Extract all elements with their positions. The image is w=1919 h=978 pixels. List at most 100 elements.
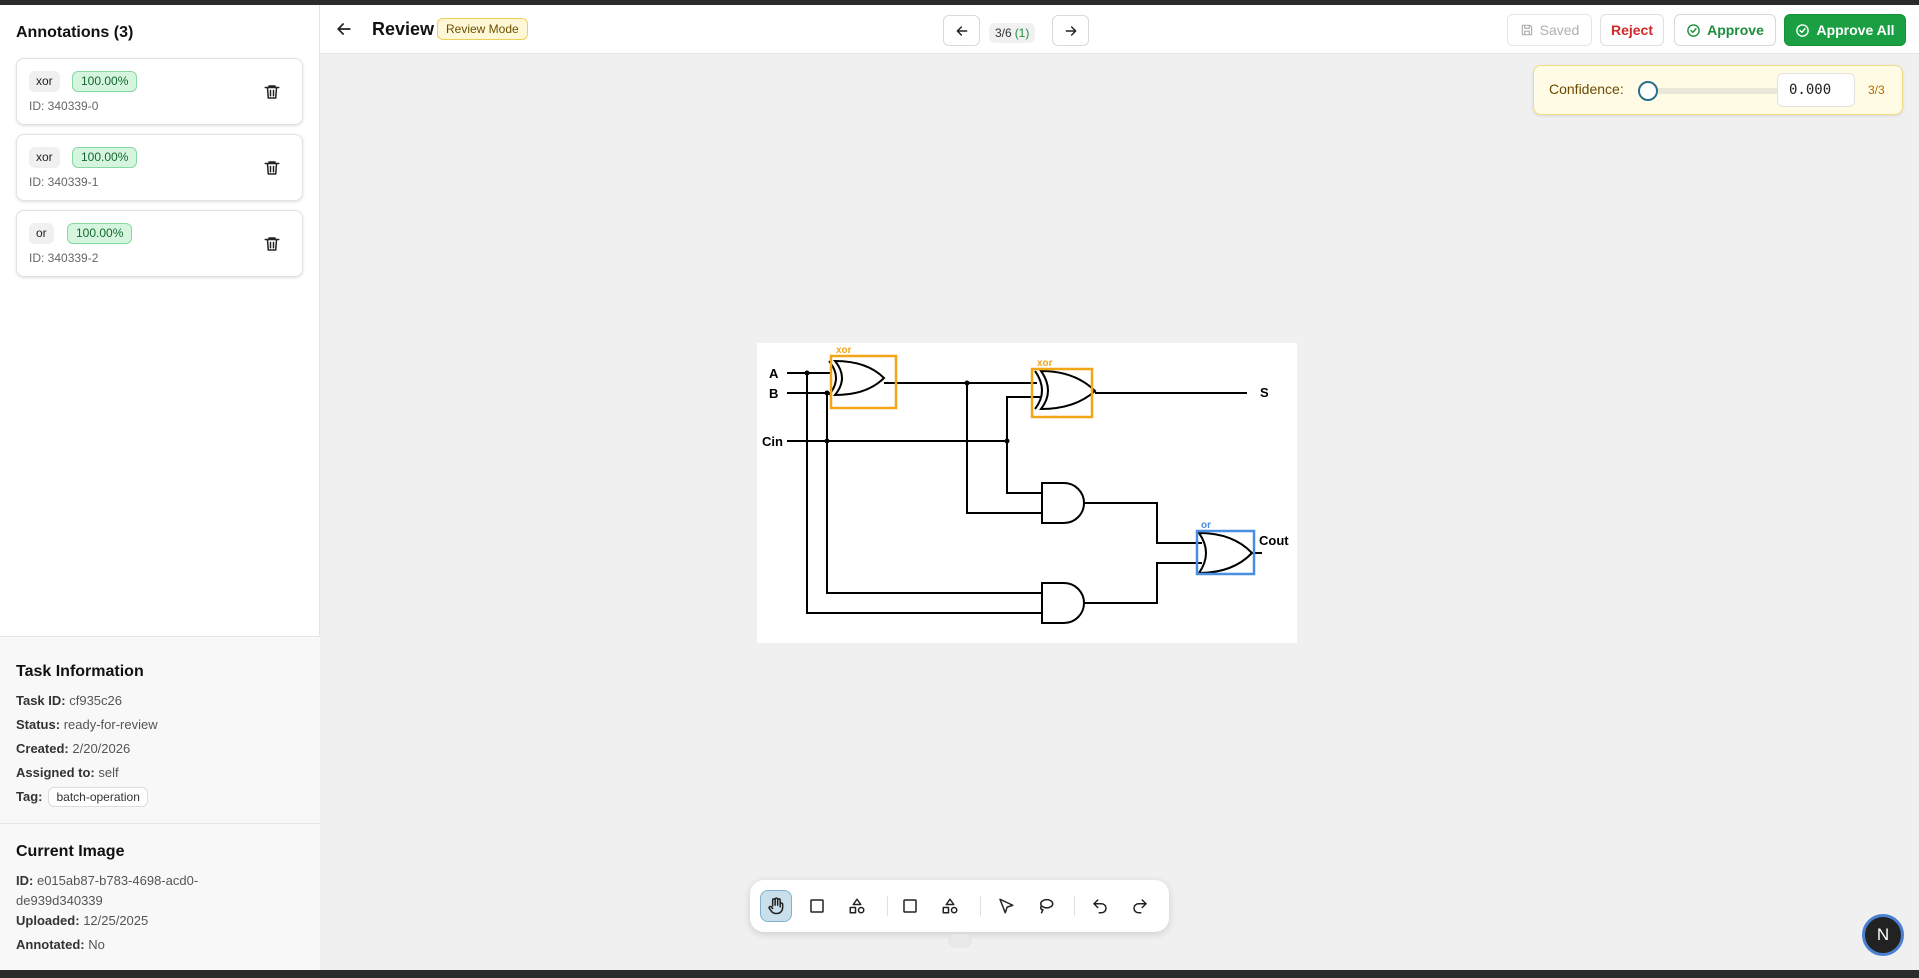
lasso-tool[interactable]	[1030, 890, 1062, 922]
saved-button[interactable]: Saved	[1507, 14, 1592, 46]
annotation-id: ID: 340339-1	[29, 175, 99, 189]
toolbar-divider	[980, 896, 981, 916]
undo-icon	[1093, 899, 1107, 914]
annotation-label: xor	[29, 71, 60, 92]
drawing-toolbar	[750, 880, 1169, 932]
annotation-id: ID: 340339-0	[29, 99, 99, 113]
trash-icon[interactable]	[263, 235, 281, 253]
rectangle-tool[interactable]	[801, 890, 833, 922]
annotation-box-xor-2	[1030, 367, 1094, 419]
review-header: Review Review Mode 3/6(1) Saved Reject A…	[320, 5, 1919, 54]
task-id-row: Task ID: cf935c26	[16, 693, 122, 708]
square-tool[interactable]	[894, 890, 926, 922]
square-icon	[903, 899, 917, 913]
input-label-a: A	[769, 366, 779, 381]
annotation-confidence-badge: 100.00%	[72, 71, 138, 92]
annotation-box-label: xor	[1037, 358, 1053, 369]
rectangle-icon	[810, 899, 824, 913]
confidence-panel: Confidence: 3/3	[1533, 65, 1903, 115]
pan-tool[interactable]	[760, 890, 792, 922]
redo-button[interactable]	[1124, 890, 1156, 922]
annotation-box-label: xor	[836, 345, 852, 356]
input-label-cin: Cin	[762, 434, 783, 449]
pointer-icon	[999, 898, 1014, 914]
annotated-row: Annotated: No	[16, 937, 105, 952]
trash-icon[interactable]	[263, 159, 281, 177]
check-circle-icon	[1687, 23, 1700, 37]
redo-icon	[1133, 899, 1147, 914]
annotation-card[interactable]: xor 100.00% ID: 340339-0	[16, 58, 303, 125]
annotation-box-xor-1	[829, 354, 898, 410]
previous-button[interactable]	[943, 15, 980, 46]
lasso-icon	[1039, 898, 1054, 914]
confidence-count: 3/3	[1868, 83, 1885, 97]
save-icon	[1521, 24, 1532, 36]
toolbar-divider	[887, 896, 888, 916]
task-information-title: Task Information	[16, 663, 144, 680]
approve-all-label: Approve All	[1816, 22, 1895, 38]
xor2-gate	[1038, 369, 1097, 411]
confidence-slider-track[interactable]	[1646, 88, 1799, 94]
image-id-continuation: de939d340339	[16, 893, 103, 908]
approve-label: Approve	[1707, 22, 1764, 38]
image-counter: 3/6(1)	[989, 23, 1036, 43]
and1-gate	[1041, 482, 1085, 524]
page-title: Review	[372, 19, 435, 39]
annotations-title: Annotations (3)	[16, 24, 134, 41]
approve-button[interactable]: Approve	[1674, 14, 1776, 46]
uploaded-row: Uploaded: 12/25/2025	[16, 913, 149, 928]
current-image-title: Current Image	[16, 843, 125, 860]
annotation-confidence-badge: 100.00%	[67, 223, 133, 244]
check-circle-icon	[1796, 23, 1810, 37]
annotation-card[interactable]: xor 100.00% ID: 340339-1	[16, 134, 303, 201]
shapes-icon	[849, 898, 865, 914]
shapes-alt-icon	[942, 898, 958, 914]
annotation-card[interactable]: or 100.00% ID: 340339-2	[16, 210, 303, 277]
toolbar-drag-handle[interactable]	[948, 934, 972, 948]
reject-button[interactable]: Reject	[1600, 14, 1664, 46]
xor1-gate	[832, 359, 886, 397]
b-branch-wire	[826, 393, 1042, 594]
task-information-section: Task Information Task ID: cf935c26 Statu…	[0, 637, 320, 823]
next-button[interactable]	[1052, 15, 1089, 46]
user-avatar[interactable]: N	[1862, 914, 1904, 956]
reject-label: Reject	[1610, 22, 1654, 38]
review-mode-badge: Review Mode	[437, 18, 528, 40]
and2-gate	[1041, 582, 1085, 624]
divider	[0, 823, 320, 824]
window-bottom-bar	[0, 970, 1919, 978]
divider	[0, 636, 320, 637]
confidence-label: Confidence:	[1549, 81, 1624, 97]
arrow-right-icon	[1065, 25, 1076, 36]
full-adder-circuit-diagram: A B Cin S Cout xor xor or	[762, 345, 1289, 624]
image-id-row: ID: e015ab87-b783-4698-acd0-	[16, 873, 199, 888]
approve-all-button[interactable]: Approve All	[1784, 14, 1906, 46]
hand-icon	[768, 897, 784, 915]
shapes-tool[interactable]	[841, 890, 873, 922]
circuit-image: A B Cin S Cout xor xor or	[757, 343, 1297, 643]
select-tool[interactable]	[990, 890, 1022, 922]
arrow-left-icon	[956, 25, 967, 36]
annotation-label: xor	[29, 147, 60, 168]
trash-icon[interactable]	[263, 83, 281, 101]
saved-label: Saved	[1539, 22, 1580, 38]
a-branch-wire	[806, 373, 1042, 614]
annotation-box-label: or	[1201, 520, 1211, 531]
annotation-box-or	[1195, 529, 1256, 576]
confidence-slider-thumb[interactable]	[1638, 81, 1658, 101]
output-label-s: S	[1260, 385, 1269, 400]
undo-button[interactable]	[1084, 890, 1116, 922]
annotations-sidebar: Annotations (3) xor 100.00% ID: 340339-0…	[0, 5, 320, 970]
back-arrow-icon[interactable]	[334, 19, 354, 39]
input-label-b: B	[769, 386, 778, 401]
status-row: Status: ready-for-review	[16, 717, 158, 732]
created-row: Created: 2/20/2026	[16, 741, 131, 756]
shapes-alt-tool[interactable]	[934, 890, 966, 922]
toolbar-divider	[1074, 896, 1075, 916]
confidence-input[interactable]	[1777, 73, 1855, 107]
window-top-bar	[0, 0, 1919, 5]
tag-pill: batch-operation	[48, 787, 148, 807]
pending-count: (1)	[1014, 26, 1030, 40]
annotation-id: ID: 340339-2	[29, 251, 99, 265]
assigned-row: Assigned to: self	[16, 765, 119, 780]
